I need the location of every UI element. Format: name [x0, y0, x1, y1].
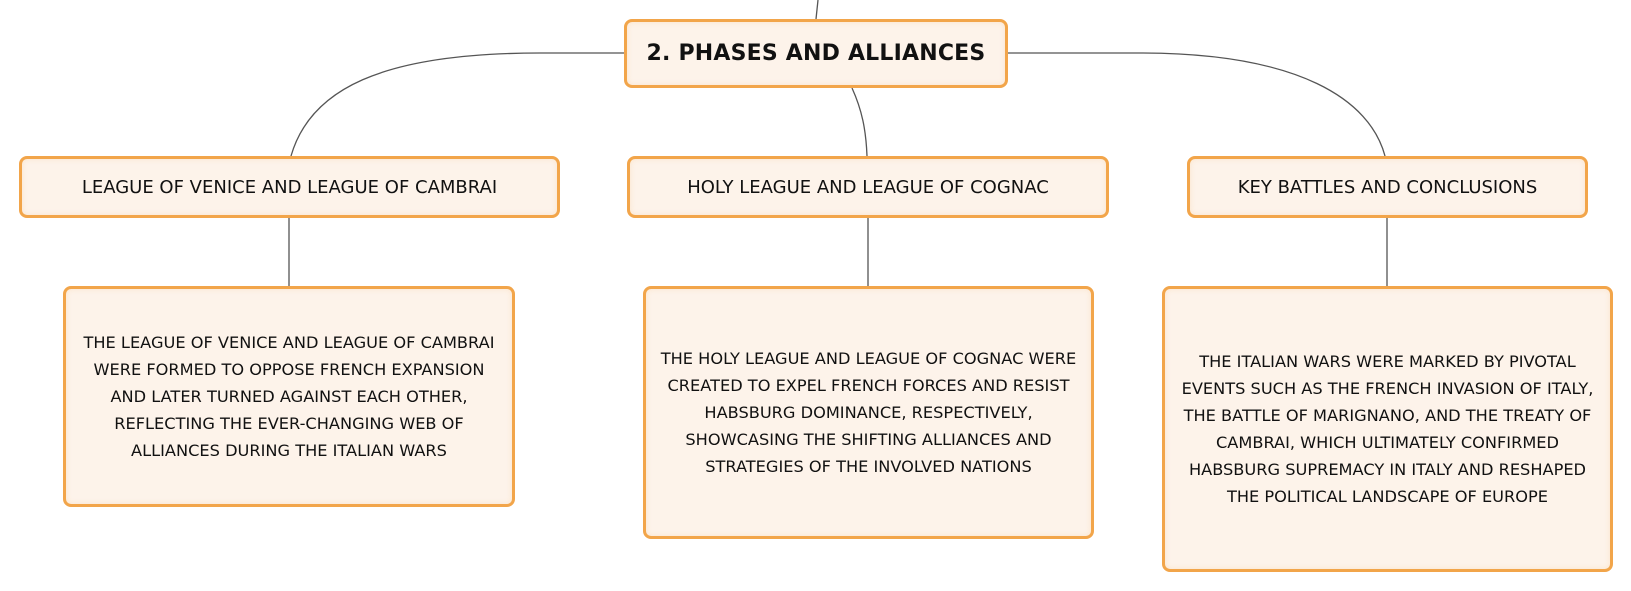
branch-node-holy-league-cognac[interactable]: HOLY LEAGUE AND LEAGUE OF COGNAC: [627, 156, 1109, 218]
branch-label: HOLY LEAGUE AND LEAGUE OF COGNAC: [687, 176, 1049, 198]
connector-title-to-branch-1: [290, 52, 624, 157]
detail-text: THE HOLY LEAGUE AND LEAGUE OF COGNAC WER…: [660, 349, 1077, 476]
branch-label: LEAGUE OF VENICE AND LEAGUE OF CAMBRAI: [81, 176, 498, 198]
connector-title-to-branch-2: [851, 87, 868, 157]
central-topic-label: 2. PHASES AND ALLIANCES: [646, 41, 986, 66]
detail-node-venice-cambrai[interactable]: THE LEAGUE OF VENICE AND LEAGUE OF CAMBR…: [63, 286, 515, 507]
detail-node-holy-league-cognac[interactable]: THE HOLY LEAGUE AND LEAGUE OF COGNAC WER…: [643, 286, 1094, 539]
branch-node-venice-cambrai[interactable]: LEAGUE OF VENICE AND LEAGUE OF CAMBRAI: [19, 156, 560, 218]
detail-text: THE ITALIAN WARS WERE MARKED BY PIVOTAL …: [1181, 352, 1594, 506]
connector-parent-to-title: [815, 0, 819, 20]
detail-text: THE LEAGUE OF VENICE AND LEAGUE OF CAMBR…: [83, 333, 495, 460]
detail-node-key-battles[interactable]: THE ITALIAN WARS WERE MARKED BY PIVOTAL …: [1162, 286, 1613, 572]
connector-title-to-branch-3: [1008, 52, 1386, 157]
branch-node-key-battles[interactable]: KEY BATTLES AND CONCLUSIONS: [1187, 156, 1588, 218]
central-topic-node[interactable]: 2. PHASES AND ALLIANCES: [624, 19, 1008, 88]
branch-label: KEY BATTLES AND CONCLUSIONS: [1237, 176, 1538, 198]
